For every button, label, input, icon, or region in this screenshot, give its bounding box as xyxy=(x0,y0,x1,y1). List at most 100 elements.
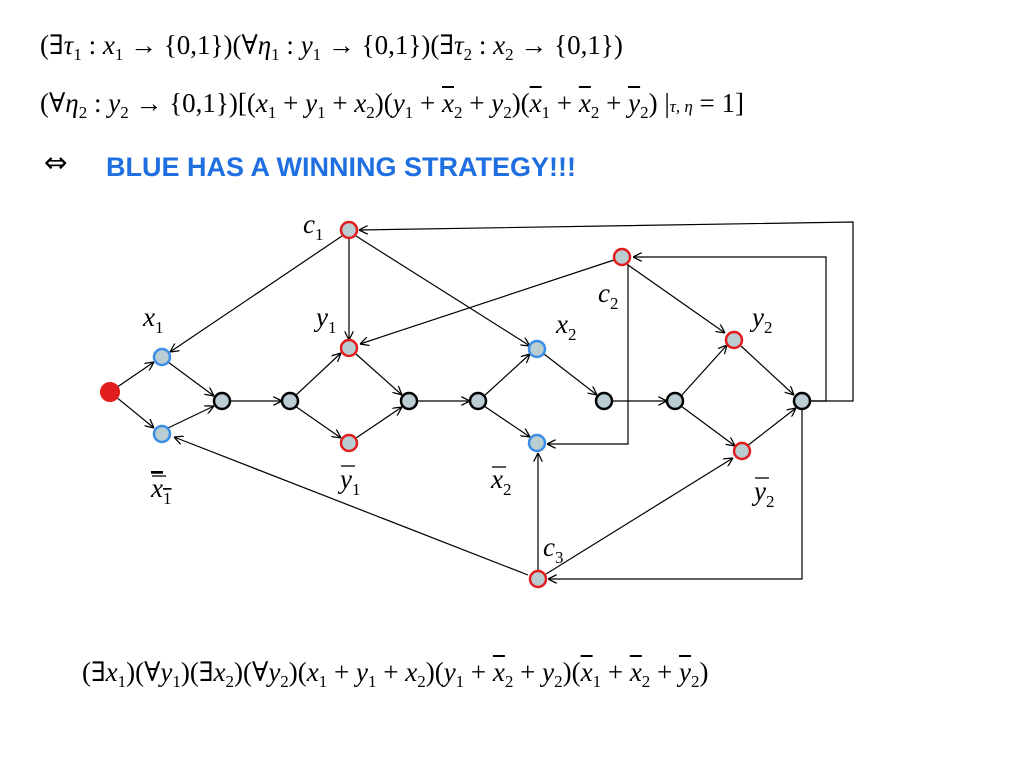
formula-part: 2 xyxy=(78,103,88,122)
formula-part: : xyxy=(87,88,109,118)
node-junction-5 xyxy=(594,391,614,411)
formula-part: x xyxy=(629,657,642,687)
formula-part: 1 xyxy=(172,672,181,691)
node-junction-7 xyxy=(792,391,812,411)
edge xyxy=(355,235,530,346)
formula-bottom: (∃x1)(∀y1)(∃x2)(∀y2)(x1 + y1 + x2)(y1 + … xyxy=(82,657,709,691)
label-y1: y1 xyxy=(313,302,336,337)
edge xyxy=(167,406,214,429)
formula-part: 1 xyxy=(317,103,326,122)
formula-line-2: (∀η2 : y2 → {0,1})[(x1 + y1 + x2)(y1 + x… xyxy=(40,88,744,122)
formula-part: 1 xyxy=(367,672,377,691)
formula-part: x xyxy=(441,88,454,118)
label-not-x1: x1 xyxy=(150,473,171,508)
start-node xyxy=(100,382,120,402)
label-letter: c xyxy=(303,209,315,239)
node-not-y1 xyxy=(339,433,359,453)
label-sub: 2 xyxy=(568,325,577,344)
formula-part: y xyxy=(356,657,368,687)
label-sub: 2 xyxy=(610,294,619,313)
node-junction-4 xyxy=(468,391,488,411)
label-letter: c xyxy=(543,532,555,562)
formula-part: y xyxy=(160,657,173,687)
node-y1 xyxy=(339,338,359,358)
label-letter: y xyxy=(751,476,766,506)
formula-part: 1 xyxy=(455,672,465,691)
label-x2: x2 xyxy=(555,309,576,344)
label-sub: 1 xyxy=(163,489,172,508)
node-y2 xyxy=(724,330,744,350)
formula-part: = 1] xyxy=(692,88,744,118)
formula-part: y xyxy=(305,88,318,118)
formula-part: 1 xyxy=(592,672,602,691)
formula-part: 2 xyxy=(503,103,512,122)
iff-symbol: ⇔ xyxy=(44,146,68,179)
formula-part: 1 xyxy=(267,103,277,122)
formula-part: y xyxy=(542,657,555,687)
formula-part: : xyxy=(472,30,494,60)
node-junction-6 xyxy=(665,391,685,411)
label-c2: c2 xyxy=(598,278,618,313)
edge xyxy=(547,264,629,444)
label-sub: 1 xyxy=(155,318,164,337)
formula-part: x xyxy=(578,88,591,118)
label-letter: x xyxy=(142,302,155,332)
edge xyxy=(548,409,803,579)
formula-part: 1 xyxy=(271,45,280,64)
formula-part: (∀ xyxy=(40,88,66,118)
node-c1 xyxy=(339,220,359,240)
formula-part: (∃ xyxy=(40,30,64,60)
label-not-x2: x2 xyxy=(490,464,511,499)
label-sub: 1 xyxy=(328,318,337,337)
formula-part: 1 xyxy=(114,45,124,64)
formula-part: 2 xyxy=(691,672,700,691)
label-letter: x xyxy=(150,473,163,503)
node-not-x1 xyxy=(152,424,172,444)
label-letter: y xyxy=(749,302,764,332)
formula-part: η xyxy=(257,30,272,60)
edge xyxy=(680,345,727,397)
formula-part: 2 xyxy=(640,103,649,122)
formula-part: 2 xyxy=(120,103,129,122)
formula-part: 2 xyxy=(453,103,463,122)
formula-part: → {0,1}) xyxy=(513,30,623,60)
formula-part: τ, η xyxy=(669,97,693,116)
edge xyxy=(545,458,733,575)
formula-part: 1 xyxy=(541,103,551,122)
edge xyxy=(627,264,725,333)
formula-part: x xyxy=(255,88,268,118)
formula-part: 2 xyxy=(280,672,289,691)
label-letter: y xyxy=(313,302,328,332)
label-sub: 2 xyxy=(766,492,775,511)
node-not-x2 xyxy=(527,433,547,453)
formula-part: 2 xyxy=(641,672,651,691)
headline-text: BLUE HAS A WINNING STRATEGY!!! xyxy=(106,152,576,182)
formula-part: y xyxy=(108,88,121,118)
formula-part: τ xyxy=(453,30,464,60)
formula-part: η xyxy=(65,88,79,118)
edge xyxy=(543,353,597,395)
label-sub: 1 xyxy=(352,480,361,499)
edge xyxy=(167,361,214,396)
node-c2 xyxy=(612,247,632,267)
formula-part: : xyxy=(81,30,103,60)
node-x1 xyxy=(152,347,172,367)
formula-part: x xyxy=(105,657,118,687)
formula-part: 1 xyxy=(73,45,82,64)
formula-part: ∃ xyxy=(91,657,106,687)
label-sub: 2 xyxy=(503,480,512,499)
label-sub: 1 xyxy=(315,225,324,244)
formula-part: 1 xyxy=(312,45,322,64)
label-not-y2: y2 xyxy=(751,476,774,511)
edge xyxy=(355,353,402,395)
label-letter: c xyxy=(598,278,610,308)
formula-part: 1 xyxy=(318,672,328,691)
formula-part: x xyxy=(493,30,506,60)
formula-part: : xyxy=(279,30,301,60)
label-x1: x1 xyxy=(142,302,163,337)
edge xyxy=(294,353,341,397)
node-junction-1 xyxy=(212,391,232,411)
formula-part: y xyxy=(628,88,641,118)
